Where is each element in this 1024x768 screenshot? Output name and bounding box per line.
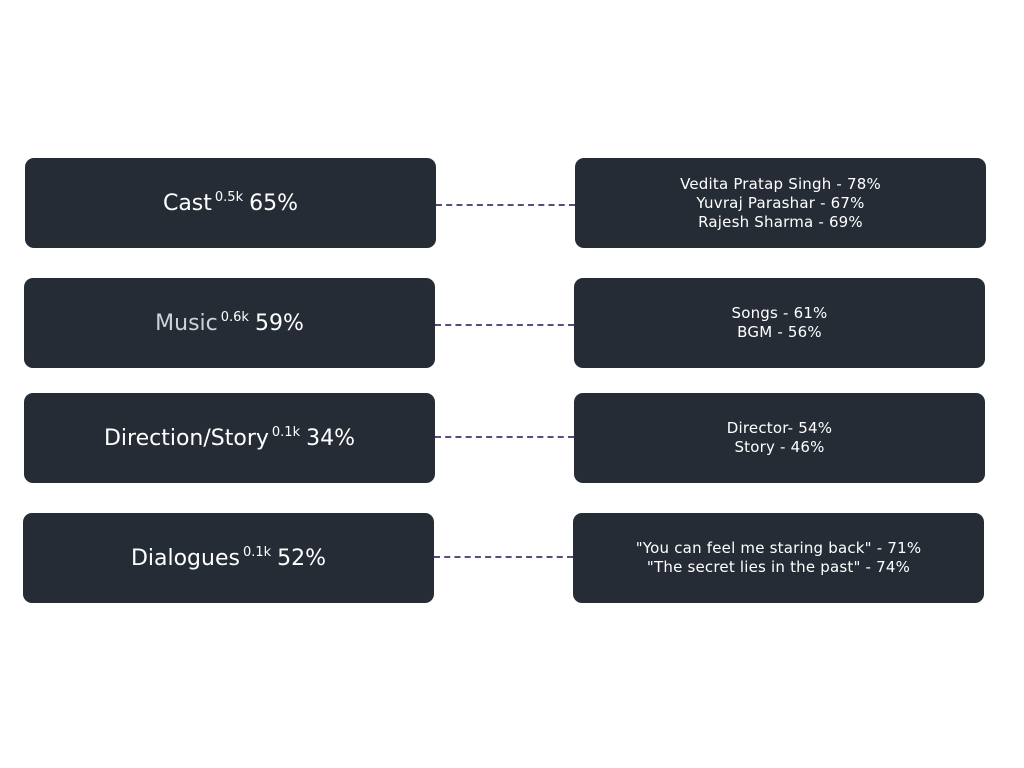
detail-box-cast[interactable]: Vedita Pratap Singh - 78% Yuvraj Parasha…: [575, 158, 986, 248]
category-name: Cast: [162, 191, 212, 216]
detail-box-music[interactable]: Songs - 61% BGM - 56%: [574, 278, 985, 368]
category-percent: 59%: [254, 311, 304, 336]
connector-line-dialogues: [434, 556, 573, 558]
detail-item: BGM - 56%: [737, 323, 822, 341]
category-name: Direction/Story: [103, 426, 269, 451]
connector-line-cast: [436, 204, 575, 206]
category-name: Dialogues: [130, 546, 240, 571]
detail-item: Vedita Pratap Singh - 78%: [680, 174, 881, 193]
detail-item: Rajesh Sharma - 69%: [698, 212, 863, 231]
connector-line-direction-story: [435, 436, 574, 438]
category-count: 0.1k: [242, 545, 272, 560]
category-count: 0.6k: [220, 310, 249, 325]
detail-item: Director- 54%: [726, 419, 833, 437]
detail-item: "The secret lies in the past" - 74%: [646, 558, 911, 576]
category-percent: 34%: [306, 426, 356, 451]
detail-box-dialogues[interactable]: "You can feel me staring back" - 71% "Th…: [573, 513, 984, 603]
connector-line-music: [435, 324, 574, 326]
category-name: Music: [155, 311, 218, 336]
category-percent: 65%: [249, 191, 299, 216]
detail-item: Story - 46%: [734, 438, 825, 456]
detail-item: Songs - 61%: [731, 304, 828, 322]
detail-box-direction-story[interactable]: Director- 54% Story - 46%: [574, 393, 985, 483]
category-count: 0.5k: [214, 190, 244, 205]
category-percent: 52%: [277, 546, 327, 571]
detail-item: Yuvraj Parashar - 67%: [696, 193, 865, 212]
detail-item: "You can feel me staring back" - 71%: [635, 539, 922, 557]
category-count: 0.1k: [271, 425, 301, 440]
